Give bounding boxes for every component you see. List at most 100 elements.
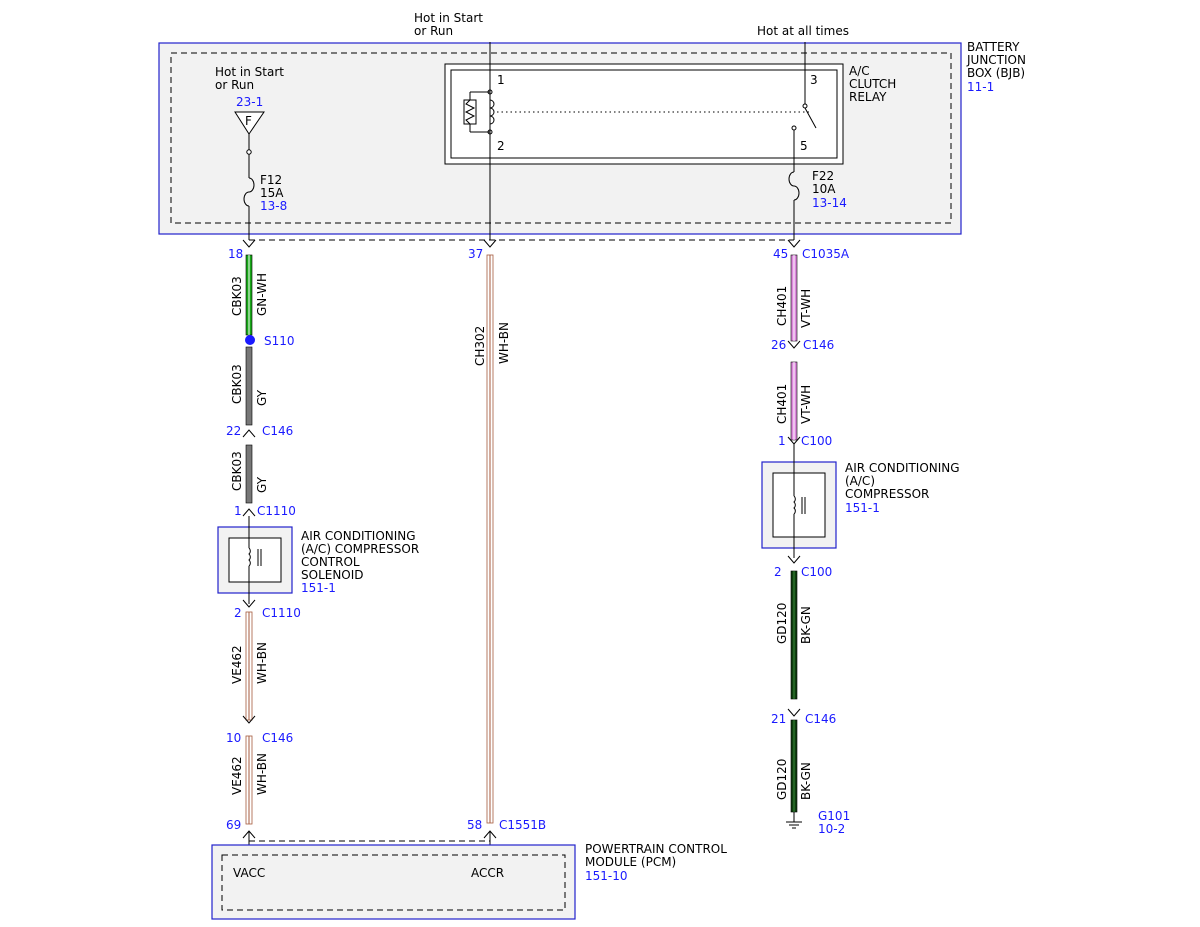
conn-26: 26 (771, 338, 786, 352)
fuse-f12-name: F12 (260, 173, 282, 187)
relay-inner-box (450, 69, 838, 159)
conn-69: 69 (226, 818, 241, 832)
w5-circuit: VE462 (230, 756, 244, 795)
compressor-clutch-coil-icon (793, 444, 806, 558)
w4-circuit: VE462 (230, 645, 244, 684)
pcm-pin-accr: ACCR (471, 866, 504, 880)
fuse-f22-ref: 13-14 (812, 196, 847, 210)
connector-chevron (242, 508, 256, 517)
fuse-f22-name: F22 (812, 169, 834, 183)
w3-color: GY (255, 476, 269, 493)
connector-chevron (242, 239, 256, 248)
conn-18: 18 (228, 247, 243, 261)
relay-pin-2: 2 (497, 139, 505, 153)
hot-start-run-top-label-1: Hot in Start (414, 11, 483, 25)
conn-45: 45 (773, 247, 788, 261)
bjb-ref: 11-1 (967, 80, 994, 94)
hot-start-run-top-label-2: or Run (414, 24, 453, 38)
conn-58: 58 (467, 818, 482, 832)
relay-pin-1: 1 (497, 73, 505, 87)
pcm-label-1: POWERTRAIN CONTROL (585, 842, 727, 856)
splice-s110-icon (245, 335, 255, 345)
relay-label-1: A/C (849, 64, 870, 78)
relay-coil-icon (463, 89, 495, 135)
w2-circuit: CBK03 (230, 364, 244, 404)
wire-cbk03-gy-b (245, 444, 253, 504)
solenoid-inner (228, 537, 282, 583)
compressor-label-3: COMPRESSOR (845, 487, 929, 501)
conn-10: 10 (226, 731, 241, 745)
compressor-label-2: (A/C) (845, 474, 875, 488)
ground-g101-ref: 10-2 (818, 822, 845, 836)
connector-chevron (787, 239, 801, 248)
conn-c1110-a: C1110 (257, 504, 296, 518)
w3-circuit: CBK03 (230, 451, 244, 491)
hot-all-times-label: Hot at all times (757, 24, 849, 38)
solenoid-label-1: AIR CONDITIONING (301, 529, 416, 543)
conn-2-b: 2 (774, 565, 782, 579)
compressor-inner (772, 472, 826, 538)
bjb-label-3: BOX (BJB) (967, 66, 1025, 80)
solenoid-label-3: CONTROL (301, 555, 360, 569)
ground-icon (786, 812, 802, 829)
conn-22: 22 (226, 424, 241, 438)
connector-chevron (787, 555, 801, 564)
w8-circuit: CH401 (775, 384, 789, 424)
compressor-label-1: AIR CONDITIONING (845, 461, 960, 475)
pcm-label-2: MODULE (PCM) (585, 855, 676, 869)
relay-label-3: RELAY (849, 90, 887, 104)
splice-s110: S110 (264, 334, 295, 348)
relay-pin-3: 3 (810, 73, 818, 87)
conn-37: 37 (468, 247, 483, 261)
w9-circuit: GD120 (775, 603, 789, 644)
conn-21: 21 (771, 712, 786, 726)
solenoid-label-4: SOLENOID (301, 568, 364, 582)
pcm-box (211, 844, 576, 920)
connector-chevron (242, 599, 256, 608)
conn-c1551b: C1551B (499, 818, 546, 832)
solenoid-coil-icon (248, 516, 262, 604)
w1-circuit: CBK03 (230, 276, 244, 316)
fuse-f22-icon (788, 171, 800, 201)
w6-circuit: CH302 (473, 326, 487, 366)
fuse-f22-rating: 10A (812, 182, 836, 196)
solenoid-ref: 151-1 (301, 581, 336, 595)
w2-color: GY (255, 389, 269, 406)
w7-circuit: CH401 (775, 286, 789, 326)
conn-c146-a: C146 (262, 424, 293, 438)
connector-chevron (242, 715, 256, 724)
fuse-f12-icon (243, 177, 255, 207)
bjb-label-1: BATTERY (967, 40, 1020, 54)
conn-c146-c: C146 (803, 338, 834, 352)
bjb-inner-dashed (170, 52, 952, 224)
connector-chevron (787, 708, 801, 717)
bjb-feed-label-1: Hot in Start (215, 65, 284, 79)
solenoid-label-2: (A/C) COMPRESSOR (301, 542, 419, 556)
conn-c146-b: C146 (262, 731, 293, 745)
conn-1-a: 1 (234, 504, 242, 518)
w8-color: VT-WH (799, 385, 813, 424)
w10-color: BK-GN (799, 762, 813, 800)
feed-letter: F (245, 114, 252, 128)
conn-c146-d: C146 (805, 712, 836, 726)
bjb-feed-label-2: or Run (215, 78, 254, 92)
w10-circuit: GD120 (775, 759, 789, 800)
w9-color: BK-GN (799, 606, 813, 644)
w4-color: WH-BN (255, 642, 269, 684)
compressor-ref: 151-1 (845, 501, 880, 515)
connector-chevron (787, 340, 801, 349)
w1-color: GN-WH (255, 273, 269, 316)
conn-c100-b: C100 (801, 565, 832, 579)
conn-2-a: 2 (234, 606, 242, 620)
w5-color: WH-BN (255, 753, 269, 795)
w6-color: WH-BN (497, 322, 511, 364)
pcm-ref: 151-10 (585, 869, 628, 883)
relay-pin-5: 5 (800, 139, 808, 153)
conn-1-b: 1 (778, 434, 786, 448)
pcm-pin-vacc: VACC (233, 866, 265, 880)
feed-node (246, 149, 252, 155)
bjb-label-2: JUNCTION (966, 53, 1026, 67)
connector-chevron (483, 239, 497, 248)
bjb-feed-ref: 23-1 (236, 95, 263, 109)
relay-switch-icon (791, 42, 817, 172)
